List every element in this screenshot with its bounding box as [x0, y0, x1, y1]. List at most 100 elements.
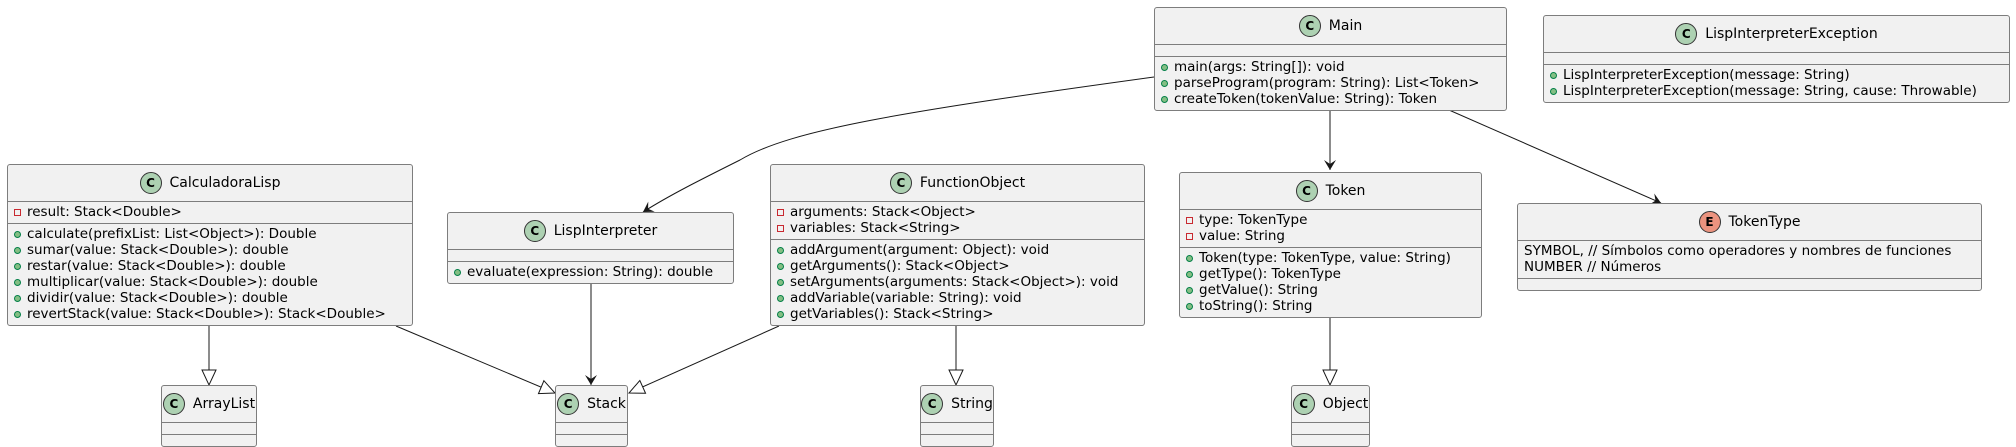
- class-name: String: [951, 396, 993, 412]
- method-row: createToken(tokenValue: String): Token: [1161, 91, 1500, 107]
- public-marker-icon: [777, 278, 784, 286]
- public-marker-icon: [14, 246, 21, 254]
- private-marker-icon: [777, 208, 784, 216]
- edge-calculadora-extends-stack: [395, 325, 557, 395]
- class-main[interactable]: C Main main(args: String[]): void parseP…: [1154, 7, 1507, 111]
- fields-section: [556, 423, 627, 435]
- fields-section: result: Stack<Double>: [8, 202, 412, 224]
- enum-name: TokenType: [1728, 214, 1801, 230]
- public-marker-icon: [1550, 71, 1557, 79]
- enum-value-row: SYMBOL, // Símbolos como operadores y no…: [1524, 243, 1952, 259]
- class-icon: C: [1292, 393, 1315, 415]
- class-name: ArrayList: [192, 396, 256, 412]
- fields-section: type: TokenType value: String: [1180, 210, 1481, 248]
- class-name: LispInterpreter: [553, 223, 658, 239]
- public-marker-icon: [777, 310, 784, 318]
- edge-main-to-tokentype: [1432, 102, 1662, 205]
- method-row: calculate(prefixList: List<Object>): Dou…: [14, 226, 406, 242]
- method-row: addVariable(variable: String): void: [777, 290, 1138, 306]
- public-marker-icon: [14, 278, 21, 286]
- methods-section: [556, 435, 627, 446]
- method-row: getArguments(): Stack<Object>: [777, 258, 1138, 274]
- class-icon: C: [162, 393, 185, 415]
- field-row: type: TokenType: [1186, 212, 1475, 228]
- methods-section: [1292, 435, 1369, 446]
- public-marker-icon: [1550, 87, 1557, 95]
- public-marker-icon: [1161, 95, 1168, 103]
- methods-section: calculate(prefixList: List<Object>): Dou…: [8, 224, 412, 325]
- class-string[interactable]: C String: [920, 385, 994, 447]
- class-icon: C: [889, 172, 912, 194]
- method-row: toString(): String: [1186, 298, 1475, 314]
- class-array-list[interactable]: C ArrayList: [161, 385, 257, 447]
- enum-token-type[interactable]: E TokenType SYMBOL, // Símbolos como ope…: [1517, 203, 1982, 291]
- class-stack[interactable]: C Stack: [555, 385, 628, 447]
- method-row: addArgument(argument: Object): void: [777, 242, 1138, 258]
- method-row: evaluate(expression: String): double: [454, 264, 727, 280]
- method-row: Token(type: TokenType, value: String): [1186, 250, 1475, 266]
- method-row: sumar(value: Stack<Double>): double: [14, 242, 406, 258]
- fields-section: [1544, 53, 2009, 65]
- public-marker-icon: [777, 262, 784, 270]
- class-lisp-interpreter-exception[interactable]: C LispInterpreterException LispInterpret…: [1543, 15, 2010, 103]
- fields-section: [162, 423, 256, 435]
- public-marker-icon: [14, 262, 21, 270]
- methods-section: Token(type: TokenType, value: String) ge…: [1180, 248, 1481, 317]
- method-row: main(args: String[]): void: [1161, 59, 1500, 75]
- class-icon: C: [1298, 15, 1321, 37]
- class-name: Object: [1322, 396, 1369, 412]
- methods-section: LispInterpreterException(message: String…: [1544, 65, 2009, 102]
- public-marker-icon: [1161, 63, 1168, 71]
- fields-section: [448, 250, 733, 262]
- public-marker-icon: [454, 268, 461, 276]
- class-name: Token: [1325, 183, 1366, 199]
- class-icon: C: [1675, 23, 1698, 45]
- public-marker-icon: [777, 246, 784, 254]
- methods-section: [921, 435, 993, 446]
- class-object[interactable]: C Object: [1291, 385, 1370, 447]
- field-row: arguments: Stack<Object>: [777, 204, 1138, 220]
- class-function-object[interactable]: C FunctionObject arguments: Stack<Object…: [770, 164, 1145, 326]
- public-marker-icon: [1186, 286, 1193, 294]
- private-marker-icon: [777, 224, 784, 232]
- class-token[interactable]: C Token type: TokenType value: String To…: [1179, 172, 1482, 318]
- method-row: LispInterpreterException(message: String…: [1550, 67, 2003, 83]
- class-name: FunctionObject: [919, 175, 1026, 191]
- method-row: setArguments(arguments: Stack<Object>): …: [777, 274, 1138, 290]
- empty-section: [1518, 279, 1981, 290]
- method-row: getVariables(): Stack<String>: [777, 306, 1138, 322]
- edge-main-to-lispinterpreter: [642, 76, 1155, 213]
- class-icon: C: [557, 393, 580, 415]
- methods-section: [162, 435, 256, 446]
- fields-section: [1292, 423, 1369, 435]
- field-row: value: String: [1186, 228, 1475, 244]
- private-marker-icon: [1186, 216, 1193, 224]
- method-row: revertStack(value: Stack<Double>): Stack…: [14, 306, 406, 322]
- public-marker-icon: [14, 230, 21, 238]
- class-icon: C: [921, 393, 944, 415]
- class-lisp-interpreter[interactable]: C LispInterpreter evaluate(expression: S…: [447, 212, 734, 284]
- public-marker-icon: [1186, 302, 1193, 310]
- method-row: dividir(value: Stack<Double>): double: [14, 290, 406, 306]
- method-row: LispInterpreterException(message: String…: [1550, 83, 2003, 99]
- class-name: LispInterpreterException: [1705, 26, 1878, 42]
- public-marker-icon: [1186, 270, 1193, 278]
- edge-functionobject-extends-stack: [627, 325, 780, 394]
- method-row: getValue(): String: [1186, 282, 1475, 298]
- enum-value-row: NUMBER // Números: [1524, 259, 1662, 275]
- method-row: getType(): TokenType: [1186, 266, 1475, 282]
- method-row: multiplicar(value: Stack<Double>): doubl…: [14, 274, 406, 290]
- methods-section: main(args: String[]): void parseProgram(…: [1155, 57, 1506, 110]
- enum-values-section: SYMBOL, // Símbolos como operadores y no…: [1518, 241, 1981, 279]
- public-marker-icon: [1186, 254, 1193, 262]
- private-marker-icon: [14, 208, 21, 216]
- class-name: Main: [1328, 18, 1363, 34]
- class-calculadora-lisp[interactable]: C CalculadoraLisp result: Stack<Double> …: [7, 164, 413, 326]
- class-icon: C: [1295, 180, 1318, 202]
- methods-section: evaluate(expression: String): double: [448, 262, 733, 283]
- public-marker-icon: [1161, 79, 1168, 87]
- method-row: parseProgram(program: String): List<Toke…: [1161, 75, 1500, 91]
- field-row: result: Stack<Double>: [14, 204, 406, 220]
- fields-section: [1155, 45, 1506, 57]
- private-marker-icon: [1186, 232, 1193, 240]
